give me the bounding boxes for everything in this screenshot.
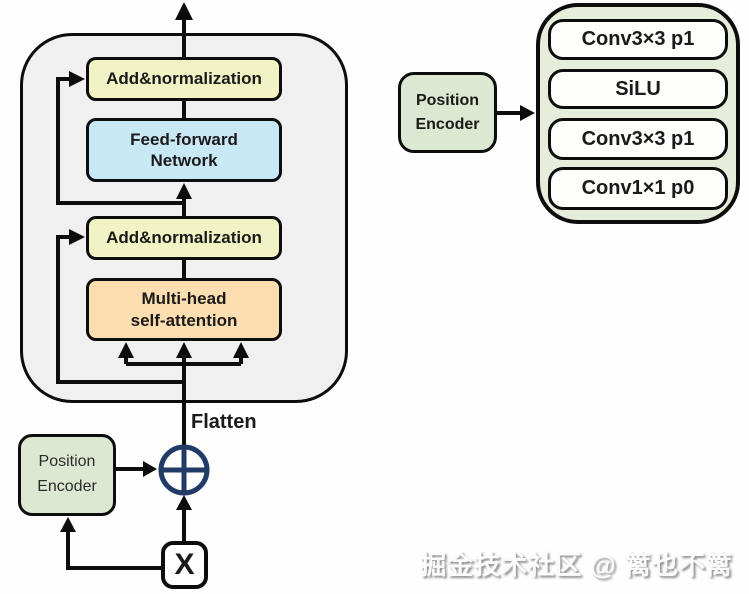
arrowheads <box>60 2 535 532</box>
conv-layer-box-2: SiLU <box>548 69 728 109</box>
add-normalization-bottom-box: Add&normalization <box>86 216 282 260</box>
conv-layer-box-1: Conv3×3 p1 <box>548 19 728 60</box>
watermark: 掘金技术社区 @ 篱也不篱 <box>420 550 733 580</box>
add-normalization-top-box: Add&normalization <box>86 57 282 101</box>
arrow-right-into-addnorm2-icon <box>69 229 85 245</box>
conv-layer-label-2: SiLU <box>615 77 661 100</box>
multi-head-attention-box: Multi-head self-attention <box>86 278 282 341</box>
flatten-label: Flatten <box>191 410 257 433</box>
position-encoder-left-box: Position Encoder <box>18 434 116 516</box>
input-x-label: X <box>174 548 195 581</box>
arrow-up-into-sum-icon <box>176 495 192 510</box>
conv-layer-box-3: Conv3×3 p1 <box>548 118 728 160</box>
arrow-right-into-sum-icon <box>143 461 157 477</box>
conv-layer-label-1: Conv3×3 p1 <box>581 28 695 50</box>
arrow-right-into-convstack-icon <box>520 105 535 121</box>
arrow-up-qkv-center-icon <box>176 342 192 358</box>
position-encoder-right-box: Position Encoder <box>398 72 497 153</box>
arrow-up-output-icon <box>175 2 193 20</box>
feed-forward-network-label: Feed-forward Network <box>130 129 238 170</box>
multi-head-attention-label: Multi-head self-attention <box>130 289 238 330</box>
conv-layer-label-3: Conv3×3 p1 <box>581 127 695 150</box>
add-normalization-bottom-label: Add&normalization <box>106 228 262 248</box>
conv-layer-box-4: Conv1×1 p0 <box>548 167 728 210</box>
arrow-up-qkv-left-icon <box>118 342 134 358</box>
arrow-up-into-ffn-icon <box>176 183 192 199</box>
position-encoder-left-label: Position Encoder <box>37 453 97 495</box>
arrow-up-qkv-right-icon <box>233 342 249 358</box>
feed-forward-network-box: Feed-forward Network <box>86 118 282 182</box>
arrow-up-into-pe-icon <box>60 517 76 532</box>
conv-layer-label-4: Conv1×1 p0 <box>581 177 695 199</box>
position-encoder-right-label: Position Encoder <box>415 91 480 133</box>
input-x-box: X <box>161 541 208 589</box>
wire-segments <box>56 18 522 570</box>
sum-plus-circle-icon <box>158 444 210 496</box>
add-normalization-top-label: Add&normalization <box>106 69 262 89</box>
arrow-right-into-addnorm1-icon <box>69 71 85 87</box>
